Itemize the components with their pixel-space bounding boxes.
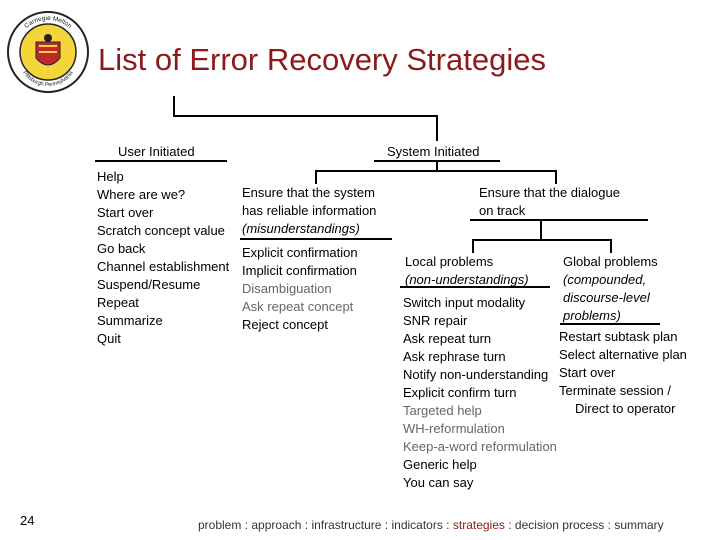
list-item: Channel establishment xyxy=(97,259,230,274)
list-item: Notify non-understanding xyxy=(403,367,549,382)
footer-separator: : xyxy=(241,518,252,532)
list-item: Direct to operator xyxy=(575,401,676,416)
connector-global xyxy=(610,239,612,253)
reliable-info-list: Explicit confirmation Implicit confirmat… xyxy=(242,244,358,334)
connector-system xyxy=(436,115,438,141)
connector-local xyxy=(472,239,474,253)
connector-ontrack-down xyxy=(540,220,542,240)
footer-separator: : xyxy=(504,518,515,532)
list-item: WH-reformulation xyxy=(403,421,505,436)
footer-separator: : xyxy=(604,518,615,532)
reliable-info-underline xyxy=(240,238,392,240)
global-problems-underline xyxy=(560,323,660,325)
global-problems-list: Restart subtask plan Select alternative … xyxy=(559,328,687,418)
connector-reliable xyxy=(315,170,317,184)
list-item: Terminate session / xyxy=(559,383,671,398)
list-item: Repeat xyxy=(97,295,139,310)
connector-ontrack xyxy=(555,170,557,184)
connector-local-global xyxy=(472,239,612,241)
footer-navigation: problem : approach : infrastructure : in… xyxy=(198,518,664,532)
university-seal-logo: Carnegie Mellon Pittsburgh Pennsylvania xyxy=(7,11,89,93)
footer-separator: : xyxy=(301,518,312,532)
footer-link-indicators[interactable]: indicators xyxy=(391,518,443,532)
on-track-underline xyxy=(470,219,648,221)
list-item: Start over xyxy=(97,205,154,220)
global-problems-heading: Global problems (compounded, discourse-l… xyxy=(563,254,658,323)
list-item: Scratch concept value xyxy=(97,223,225,238)
list-item: Where are we? xyxy=(97,187,186,202)
local-problems-list: Switch input modality SNR repair Ask rep… xyxy=(403,294,557,492)
footer-link-decision-process[interactable]: decision process xyxy=(514,518,605,532)
connector-system-down xyxy=(436,161,438,171)
list-item: Quit xyxy=(97,331,121,346)
on-track-heading: Ensure that the dialogue on track xyxy=(479,185,620,218)
list-item: Reject concept xyxy=(242,317,328,332)
list-item: Implicit confirmation xyxy=(242,263,357,278)
list-item: You can say xyxy=(403,475,474,490)
connector-root-horizontal xyxy=(173,115,438,117)
list-item: Explicit confirmation xyxy=(242,245,358,260)
local-problems-underline xyxy=(400,286,550,288)
list-item: Keep-a-word reformulation xyxy=(403,439,557,454)
footer-link-summary[interactable]: summary xyxy=(614,518,664,532)
footer-separator: : xyxy=(381,518,392,532)
system-initiated-heading: System Initiated xyxy=(387,144,480,159)
list-item: SNR repair xyxy=(403,313,468,328)
system-initiated-underline xyxy=(374,160,500,162)
list-item: Restart subtask plan xyxy=(559,329,678,344)
user-initiated-underline xyxy=(95,160,227,162)
footer-link-infrastructure[interactable]: infrastructure xyxy=(311,518,382,532)
page-number: 24 xyxy=(20,513,35,528)
footer-link-problem[interactable]: problem xyxy=(198,518,242,532)
reliable-info-heading: Ensure that the system has reliable info… xyxy=(242,185,377,236)
list-item: Disambiguation xyxy=(242,281,332,296)
list-item: Switch input modality xyxy=(403,295,526,310)
list-item: Help xyxy=(97,169,124,184)
list-item: Start over xyxy=(559,365,616,380)
list-item: Ask repeat concept xyxy=(242,299,354,314)
list-item: Suspend/Resume xyxy=(97,277,201,292)
list-item: Explicit confirm turn xyxy=(403,385,517,400)
connector-system-branches xyxy=(315,170,557,172)
list-item: Go back xyxy=(97,241,146,256)
footer-link-strategies[interactable]: strategies xyxy=(452,518,505,532)
connector-root xyxy=(173,96,175,116)
list-item: Generic help xyxy=(403,457,477,472)
list-item: Select alternative plan xyxy=(559,347,687,362)
footer-link-approach[interactable]: approach xyxy=(251,518,302,532)
slide-title: List of Error Recovery Strategies xyxy=(98,42,546,77)
list-item: Ask repeat turn xyxy=(403,331,492,346)
user-initiated-list: Help Where are we? Start over Scratch co… xyxy=(97,168,229,348)
list-item: Ask rephrase turn xyxy=(403,349,506,364)
local-problems-heading: Local problems (non-understandings) xyxy=(405,254,529,287)
user-initiated-heading: User Initiated xyxy=(118,144,195,159)
footer-separator: : xyxy=(442,518,453,532)
list-item: Summarize xyxy=(97,313,163,328)
list-item: Targeted help xyxy=(403,403,482,418)
